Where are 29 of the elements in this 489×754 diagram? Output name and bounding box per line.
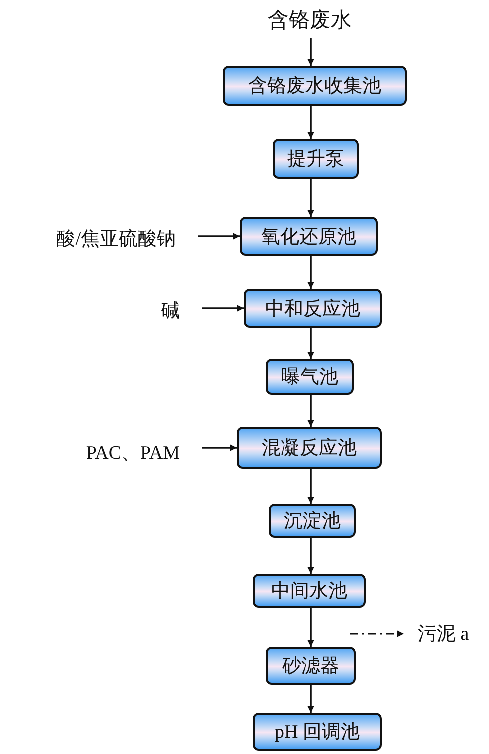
arrow: [308, 256, 314, 289]
arrow: [308, 608, 314, 647]
arrow: [350, 630, 404, 638]
arrow: [308, 538, 314, 574]
arrow: [308, 179, 314, 217]
arrow: [308, 328, 314, 359]
process-box: 沉淀池: [269, 504, 356, 538]
arrow: [308, 106, 314, 139]
flow-label: PAC、PAM: [70, 438, 180, 468]
process-box: 提升泵: [273, 139, 359, 179]
arrow: [308, 38, 314, 66]
process-box: 中间水池: [253, 574, 366, 608]
arrow: [308, 395, 314, 427]
arrow: [308, 685, 314, 713]
process-box: pH 回调池: [253, 713, 382, 751]
process-box: 砂滤器: [266, 647, 356, 685]
process-box: 含铬废水收集池: [223, 66, 407, 106]
arrow: [198, 233, 240, 240]
arrow: [308, 469, 314, 504]
process-box: 混凝反应池: [237, 427, 382, 469]
arrow: [202, 305, 244, 312]
process-box: 曝气池: [266, 359, 354, 395]
flow-label: 碱: [140, 296, 180, 326]
arrow: [202, 444, 237, 452]
flow-label: 酸/焦亚硫酸钠: [8, 224, 176, 254]
flow-label: 含铬废水: [255, 4, 365, 36]
process-box: 氧化还原池: [240, 217, 378, 256]
flow-label: 污泥 a: [418, 619, 489, 649]
process-box: 中和反应池: [244, 289, 382, 328]
